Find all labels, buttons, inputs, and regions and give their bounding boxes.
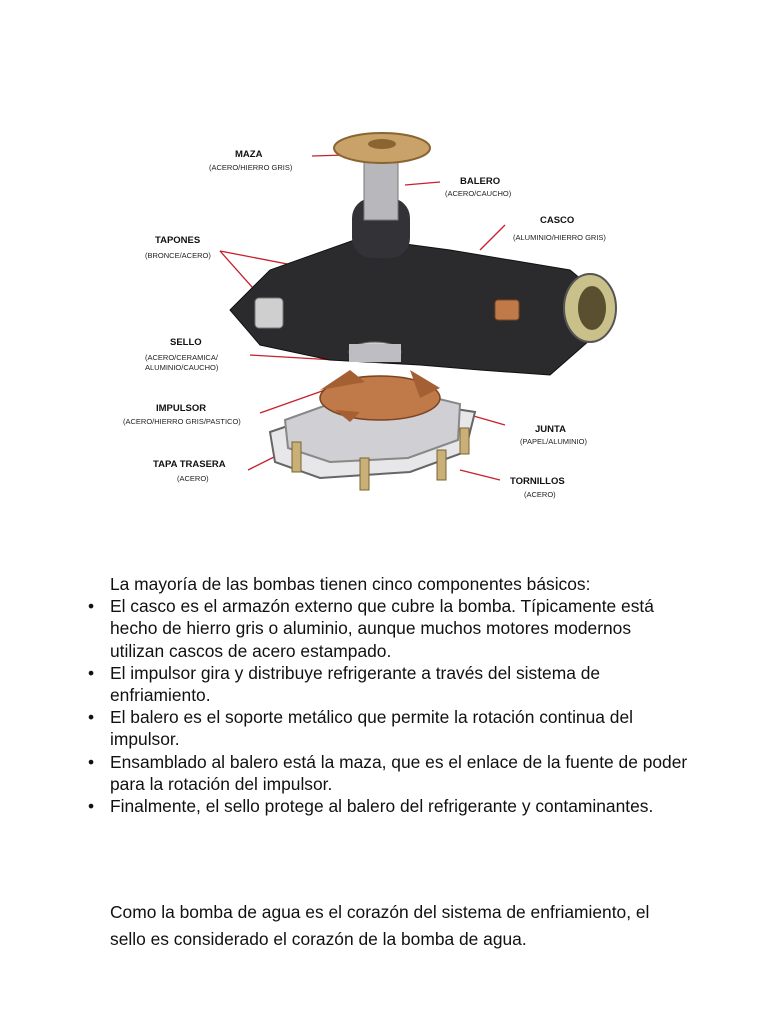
intro-paragraph: La mayoría de las bombas tienen cinco co… bbox=[110, 574, 591, 594]
label-junta-material: (PAPEL/ALUMINIO) bbox=[520, 437, 587, 446]
list-item-text: El casco es el armazón externo que cubre… bbox=[110, 596, 654, 661]
list-item: • El balero es el soporte metálico que pe… bbox=[88, 706, 688, 750]
impeller bbox=[319, 375, 441, 421]
label-sello-material-2: ALUMINIO/CAUCHO) bbox=[145, 363, 219, 372]
impeller-vanes bbox=[320, 370, 440, 422]
label-impulsor-material: (ACERO/HIERRO GRIS/PASTICO) bbox=[123, 417, 241, 426]
seal-body bbox=[349, 344, 401, 362]
water-pump-exploded-diagram: MAZA (ACERO/HIERRO GRIS) BALERO (ACERO/C… bbox=[120, 120, 650, 520]
list-item: • El impulsor gira y distribuye refrigera… bbox=[88, 662, 688, 706]
body-text: La mayoría de las bombas tienen cinco co… bbox=[88, 573, 688, 817]
list-item: • Ensamblado al balero está la maza, que … bbox=[88, 751, 688, 795]
label-tapa-material: (ACERO) bbox=[177, 474, 209, 483]
bullet-marker: • bbox=[88, 707, 95, 728]
label-maza-material: (ACERO/HIERRO GRIS) bbox=[209, 163, 293, 172]
label-impulsor-name: IMPULSOR bbox=[156, 403, 206, 414]
label-tapones-material: (BRONCE/ACERO) bbox=[145, 251, 211, 260]
label-tornillos-material: (ACERO) bbox=[524, 490, 556, 499]
label-tapa-name: TAPA TRASERA bbox=[153, 459, 226, 470]
housing-body bbox=[229, 237, 601, 376]
bullet-marker: • bbox=[88, 662, 95, 683]
label-tornillos-name: TORNILLOS bbox=[510, 476, 565, 487]
label-balero-name: BALERO bbox=[460, 176, 500, 187]
label-balero-material: (ACERO/CAUCHO) bbox=[445, 189, 512, 198]
list-item: • Finalmente, el sello protege al balero … bbox=[88, 795, 688, 817]
bolts bbox=[291, 427, 470, 491]
list-item-text: El impulsor gira y distribuye refrigeran… bbox=[110, 662, 601, 706]
label-tapones-name: TAPONES bbox=[155, 235, 200, 246]
bullet-marker: • bbox=[88, 796, 95, 817]
list-item-text: El balero es el soporte metálico que per… bbox=[110, 707, 633, 750]
diagram-labels: MAZA (ACERO/HIERRO GRIS) BALERO (ACERO/C… bbox=[123, 149, 606, 499]
label-sello-material: (ACERO/CERAMICA/ bbox=[145, 353, 219, 362]
bullet-marker: • bbox=[88, 751, 95, 772]
outlet-opening bbox=[578, 286, 606, 330]
label-maza-name: MAZA bbox=[235, 149, 263, 160]
hub-center bbox=[368, 139, 396, 149]
list-item-text: Finalmente, el sello protege al balero d… bbox=[110, 796, 654, 817]
label-sello-name: SELLO bbox=[170, 337, 202, 348]
bullet-marker: • bbox=[88, 596, 95, 617]
closing-paragraph: Como la bomba de agua es el corazón del … bbox=[110, 902, 650, 949]
label-casco-name: CASCO bbox=[540, 215, 574, 226]
label-casco-material: (ALUMINIO/HIERRO GRIS) bbox=[513, 233, 606, 242]
diagram-svg: MAZA (ACERO/HIERRO GRIS) BALERO (ACERO/C… bbox=[123, 132, 617, 499]
bearing bbox=[363, 159, 399, 221]
plug-right bbox=[494, 299, 520, 321]
plug-left bbox=[254, 297, 284, 329]
list-item: • El casco es el armazón externo que cubr… bbox=[88, 595, 688, 662]
label-junta-name: JUNTA bbox=[535, 424, 566, 435]
list-item-text: Ensamblado al balero está la maza, que e… bbox=[110, 751, 688, 794]
components-list: • El casco es el armazón externo que cubr… bbox=[88, 595, 688, 817]
